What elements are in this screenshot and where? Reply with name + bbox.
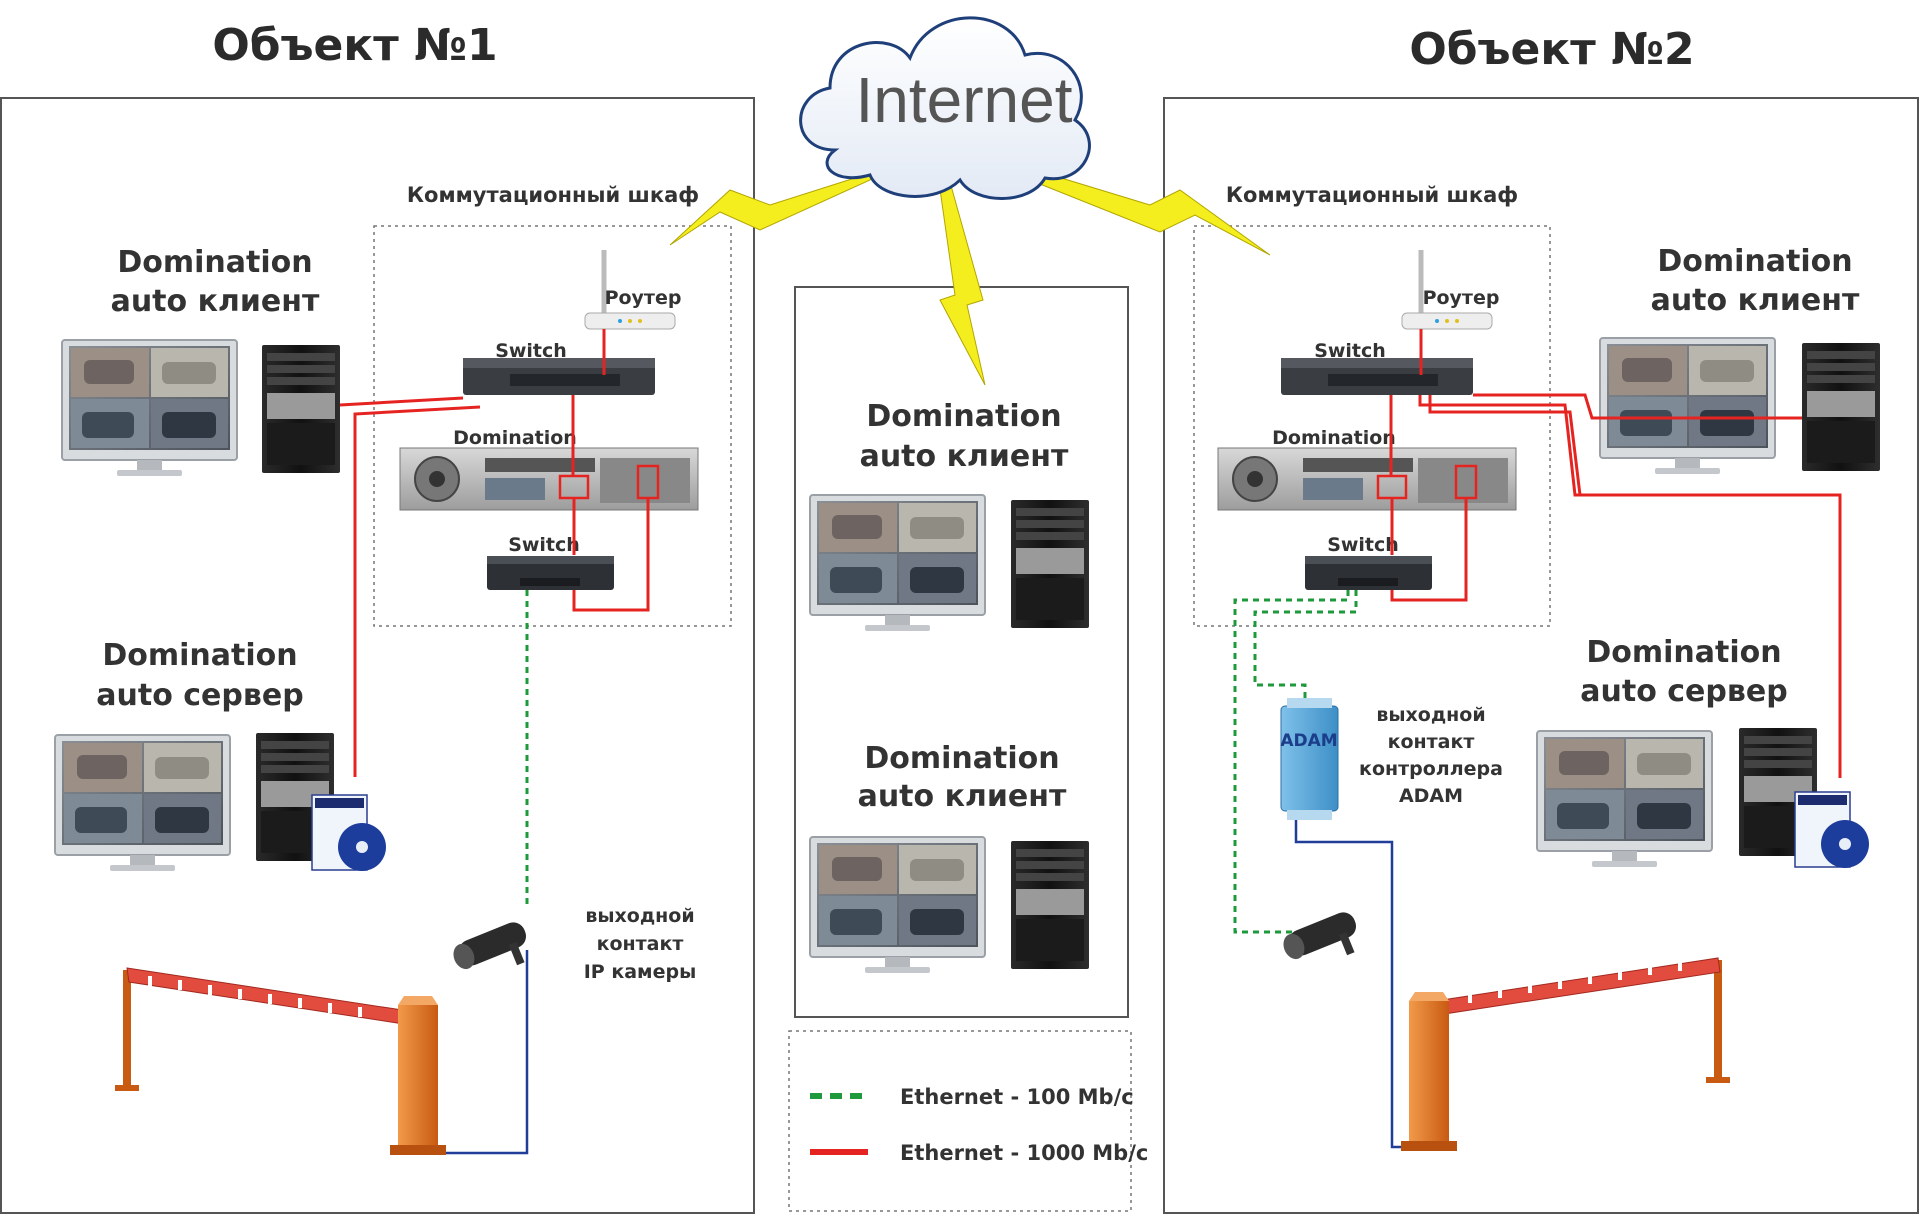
- obj1-domination-server-icon: [399, 447, 699, 511]
- obj1-client-label-2: auto клиент: [111, 284, 320, 319]
- obj2-server-monitor-icon: [1536, 730, 1713, 868]
- legend-fast-label: Ethernet - 100 Mb/c: [900, 1085, 1134, 1109]
- obj2-contact-wire: [1294, 820, 1423, 1149]
- obj1-server-monitor-icon: [54, 734, 231, 872]
- obj1-ipcam-contact-line2: контакт: [597, 933, 684, 955]
- internet-label: Internet: [855, 64, 1072, 136]
- obj2-software-box-icon: [1794, 791, 1870, 869]
- obj2-router-label: Роутер: [1423, 287, 1500, 309]
- cabinet-1-label: Коммутационный шкаф: [407, 183, 699, 207]
- obj2-domination-server-icon: [1217, 447, 1517, 511]
- obj2-client-label-1: Domination: [1657, 244, 1852, 279]
- center-client2-label-1: Domination: [864, 741, 1059, 776]
- obj2-switch-top-icon: [1281, 358, 1473, 395]
- obj1-barrier-icon: [115, 967, 446, 1155]
- obj1-router-icon: [584, 250, 676, 330]
- obj1-server-label-2: auto сервер: [96, 678, 303, 713]
- obj1-router-label: Роутер: [605, 287, 682, 309]
- obj1-ipcam-contact-line3: IP камеры: [584, 961, 697, 983]
- legend-frame: [788, 1030, 1132, 1212]
- center-client2-tower-icon: [1011, 841, 1089, 969]
- obj1-ipcam-contact-line1: выходной: [585, 905, 694, 927]
- adam-controller-icon: ADAM: [1280, 698, 1339, 820]
- adam-contact-line4: ADAM: [1399, 785, 1463, 807]
- object-2-title: Объект №2: [1409, 24, 1694, 75]
- obj2-barrier-icon: [1401, 957, 1730, 1151]
- object-1-frame: [0, 97, 755, 1214]
- lightning-left-icon: [669, 169, 881, 246]
- obj1-client-label-1: Domination: [117, 245, 312, 280]
- obj2-domination-label: Domination: [1272, 427, 1396, 449]
- obj1-client-tower-icon: [262, 345, 340, 473]
- cabinet-2-label: Коммутационный шкаф: [1226, 183, 1518, 207]
- obj2-client-tower-icon: [1802, 343, 1880, 471]
- center-client1-monitor-icon: [809, 494, 986, 632]
- obj1-switch-bottom-label: Switch: [508, 534, 580, 556]
- adam-contact-line2: контакт: [1388, 731, 1475, 753]
- obj2-switch-bottom-label: Switch: [1327, 534, 1399, 556]
- obj2-switch-top-label: Switch: [1314, 340, 1386, 362]
- object-1-title: Объект №1: [212, 20, 497, 71]
- center-client1-label-1: Domination: [866, 399, 1061, 434]
- obj1-gigabit-links: [339, 329, 650, 777]
- obj2-server-label-1: Domination: [1586, 635, 1781, 670]
- center-client2-monitor-icon: [809, 836, 986, 974]
- adam-contact-line3: контроллера: [1359, 758, 1503, 780]
- adam-contact-line1: выходной: [1376, 704, 1485, 726]
- obj2-server-label-2: auto сервер: [1580, 674, 1787, 709]
- obj1-switch-top-label: Switch: [495, 340, 567, 362]
- obj1-domination-label: Domination: [453, 427, 577, 449]
- lightning-right-icon: [1034, 169, 1271, 256]
- obj1-ip-camera-icon: [449, 918, 530, 973]
- obj1-switch-top-icon: [463, 358, 655, 395]
- obj2-fast-links: [1233, 590, 1358, 934]
- obj1-software-box-icon: [311, 794, 387, 872]
- center-client1-label-2: auto клиент: [860, 439, 1069, 474]
- legend-gigabit-label: Ethernet - 1000 Mb/c: [900, 1141, 1148, 1165]
- obj1-switch-bottom-icon: [487, 556, 614, 590]
- obj1-contact-wire: [442, 950, 529, 1155]
- obj1-server-label-1: Domination: [102, 638, 297, 673]
- obj2-client-label-2: auto клиент: [1651, 283, 1860, 318]
- obj1-client-monitor-icon: [61, 339, 238, 477]
- adam-brand-label: ADAM: [1280, 731, 1337, 751]
- object-2-frame: [1163, 97, 1919, 1214]
- center-client2-label-2: auto клиент: [858, 779, 1067, 814]
- internet-cloud-icon: [799, 16, 1091, 200]
- obj2-ip-camera-icon: [1279, 908, 1360, 963]
- center-client1-tower-icon: [1011, 500, 1089, 628]
- obj2-router-icon: [1401, 250, 1493, 330]
- cabinet-2-frame: [1193, 225, 1551, 627]
- obj2-switch-bottom-icon: [1305, 556, 1432, 590]
- lightning-center-icon: [937, 174, 986, 386]
- obj2-client-monitor-icon: [1599, 337, 1776, 475]
- obj2-gigabit-links: [1389, 329, 1842, 778]
